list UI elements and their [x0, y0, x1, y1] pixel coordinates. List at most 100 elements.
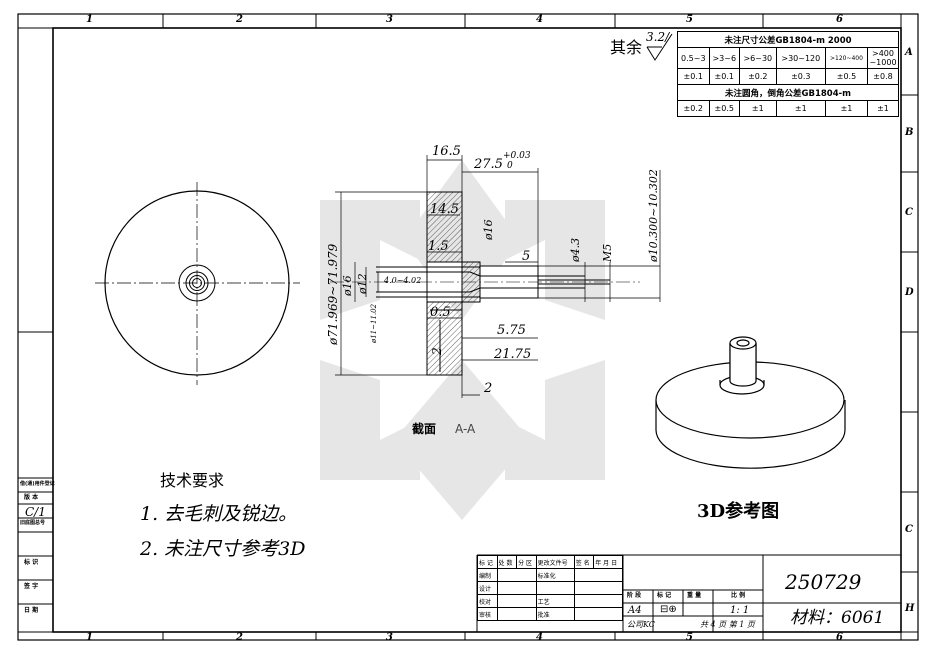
zone-right-H: H [905, 603, 915, 614]
dim-m5: M5 [601, 243, 614, 262]
zone-bottom-1: 1 [86, 632, 93, 643]
dim-21-75: 21.75 [494, 347, 532, 362]
tolerance-table: 未注尺寸公差GB1804-m 2000 0.5~3 >3~6 >6~30 >30… [677, 31, 899, 117]
dimension-lines [335, 155, 661, 398]
tb-ratify: 批准 [535, 607, 575, 621]
dim-27-5-lower: 0 [507, 161, 513, 171]
fillet-tolerance-header: 未注圆角，倒角公差GB1804-m [677, 84, 899, 101]
zone-right-C: C [905, 207, 913, 218]
3d-reference-label: 3D参考图 [697, 501, 780, 522]
tb-std: 标准化 [535, 568, 575, 582]
zone-top-5: 5 [686, 14, 693, 25]
tb-sign: 签 名 [573, 555, 595, 569]
tb-scale: 1: 1 [730, 605, 750, 616]
zone-right-D: D [905, 287, 914, 298]
fillet-value-cell: ±1 [824, 100, 869, 117]
fillet-value-cell: ±0.5 [708, 100, 740, 117]
zone-right-C2: C [905, 524, 913, 535]
tb-mark: 标 记 [477, 555, 498, 569]
zone-top-1: 1 [86, 14, 93, 25]
strip-date: 日 期 [24, 607, 39, 614]
dim-5: 5 [522, 249, 531, 264]
tolerance-header: 未注尺寸公差GB1804-m 2000 [677, 31, 899, 48]
tb-draw: 编制 [477, 568, 498, 582]
dim-dia-11: ø11~11.02 [370, 303, 378, 343]
projection-symbol-icon: ⊟⊕ [660, 604, 677, 615]
dim-0-5: 0.5 [430, 305, 451, 320]
tol-range-cell: >6~30 [738, 47, 777, 69]
3d-reference-view [655, 336, 846, 469]
tb-ratio: 比 例 [731, 592, 746, 599]
dim-27-5-upper: +0.03 [503, 151, 531, 161]
tech-title: 技术要求 [160, 471, 225, 490]
tb-design: 设计 [477, 581, 498, 595]
dim-4-0: 4.0~4.02 [384, 276, 422, 285]
zone-top-3: 3 [386, 14, 393, 25]
zone-right-B: B [905, 127, 914, 138]
dim-dia-16: ø16 [341, 275, 354, 296]
tech-item-1: 1. 去毛刺及锐边。 [140, 503, 298, 525]
dim-27-5: 27.5 [474, 157, 503, 172]
tol-range-cell: >3~6 [708, 47, 740, 69]
section-name: A-A [455, 422, 476, 436]
dim-1-5: 1.5 [428, 239, 449, 254]
tb-zone: 分 区 [516, 555, 537, 569]
tech-item-2: 2. 未注尺寸参考3D [140, 538, 306, 560]
zone-top-2: 2 [236, 14, 243, 25]
dim-2-bottom: 2 [484, 381, 493, 396]
tol-value-cell: ±0.3 [775, 68, 826, 85]
tb-label-mark: 标 记 [657, 592, 672, 599]
roughness-value: 3.2/ [646, 30, 670, 44]
dim-dia-71-9: ø71.969~71.979 [326, 243, 340, 345]
strip-sign: 签 字 [24, 583, 39, 590]
tol-range-cell: >30~120 [775, 47, 826, 69]
tb-process: 工艺 [535, 594, 575, 608]
roughness-symbol [646, 33, 673, 61]
section-view [330, 191, 640, 376]
zone-right-A: A [905, 47, 913, 58]
fillet-value-cell: ±1 [738, 100, 777, 117]
zone-bottom-6: 6 [836, 632, 843, 643]
tol-value-cell: ±0.2 [738, 68, 777, 85]
strip-reg: 借(通)用件登记 [20, 481, 55, 487]
dim-14-5: 14.5 [430, 202, 459, 217]
tb-size: A4 [628, 605, 642, 616]
strip-version: 版 本 [24, 494, 39, 501]
dim-dia-16-boss: ø16 [482, 219, 495, 240]
tol-value-cell: ±0.1 [677, 68, 710, 85]
tol-range-cell: 0.5~3 [677, 47, 710, 69]
tb-weight: 重 量 [687, 592, 702, 599]
material: 材料：6061 [790, 608, 885, 628]
strip-mark: 标 识 [24, 559, 39, 566]
revision-table: 标 记 处 数 分 区 更改文件号 签 名 年 月 日 编制 标准化 设计 校对… [477, 555, 624, 621]
zone-bottom-4: 4 [536, 632, 543, 643]
tb-company: 公司KC [627, 620, 655, 629]
tol-range-cell: >120~400 [824, 47, 869, 69]
tb-sheet: 共 4 页 第 1 页 [700, 620, 755, 629]
dim-2-vertical: 2 [430, 347, 444, 355]
tb-date: 年 月 日 [593, 555, 623, 569]
dim-dia-12: ø12 [356, 273, 369, 294]
dim-dia-10-3: ø10.300~10.302 [647, 169, 660, 262]
tb-approve: 审核 [477, 607, 498, 621]
dim-16-5: 16.5 [432, 144, 461, 159]
strip-old-no: 旧底图总号 [20, 520, 46, 526]
section-label: 截面 [412, 422, 437, 436]
tb-count: 处 数 [496, 555, 518, 569]
zone-top-4: 4 [536, 14, 543, 25]
part-number: 250729 [785, 570, 862, 594]
tb-stage: 阶 段 [627, 592, 642, 599]
dim-dia-4-3: ø4.3 [569, 237, 582, 262]
tol-value-cell: ±0.8 [867, 68, 899, 85]
fillet-value-cell: ±1 [867, 100, 899, 117]
tb-check: 校对 [477, 594, 498, 608]
tol-value-cell: ±0.1 [708, 68, 740, 85]
roughness-prefix: 其余 [610, 38, 643, 57]
fillet-value-cell: ±1 [775, 100, 826, 117]
zone-bottom-3: 3 [386, 632, 393, 643]
tol-range-cell: >400 ~1000 [867, 47, 899, 69]
dim-5-75: 5.75 [497, 323, 526, 338]
tb-change: 更改文件号 [535, 555, 575, 569]
zone-bottom-2: 2 [236, 632, 243, 643]
